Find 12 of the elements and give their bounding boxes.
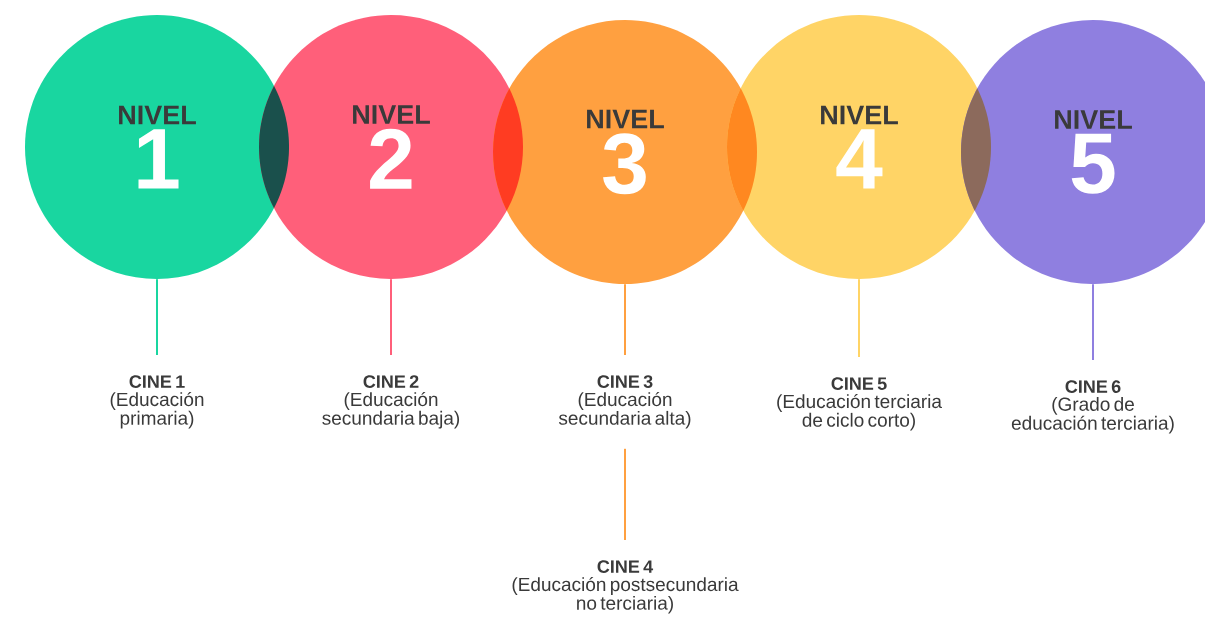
level-caption: CINE 6 (Grado de educación terciaria) [1011, 380, 1174, 434]
connector-line [624, 447, 626, 541]
level-caption: CINE 4 (Educación postsecundaria no terciaria) [512, 560, 739, 614]
level-caption: CINE 3 (Educación secundaria alta) [558, 375, 691, 429]
connector-line [1092, 283, 1094, 361]
connector-line [390, 278, 392, 356]
connector-line [624, 283, 626, 356]
level-caption: CINE 2 (Educación secundaria baja) [322, 375, 460, 429]
level-caption: CINE 5 (Educación terciaria de ciclo corto) [777, 377, 942, 431]
level-caption: CINE 1 (Educación primaria) [110, 375, 204, 429]
connector-line [156, 278, 158, 356]
connector-line [858, 278, 860, 358]
